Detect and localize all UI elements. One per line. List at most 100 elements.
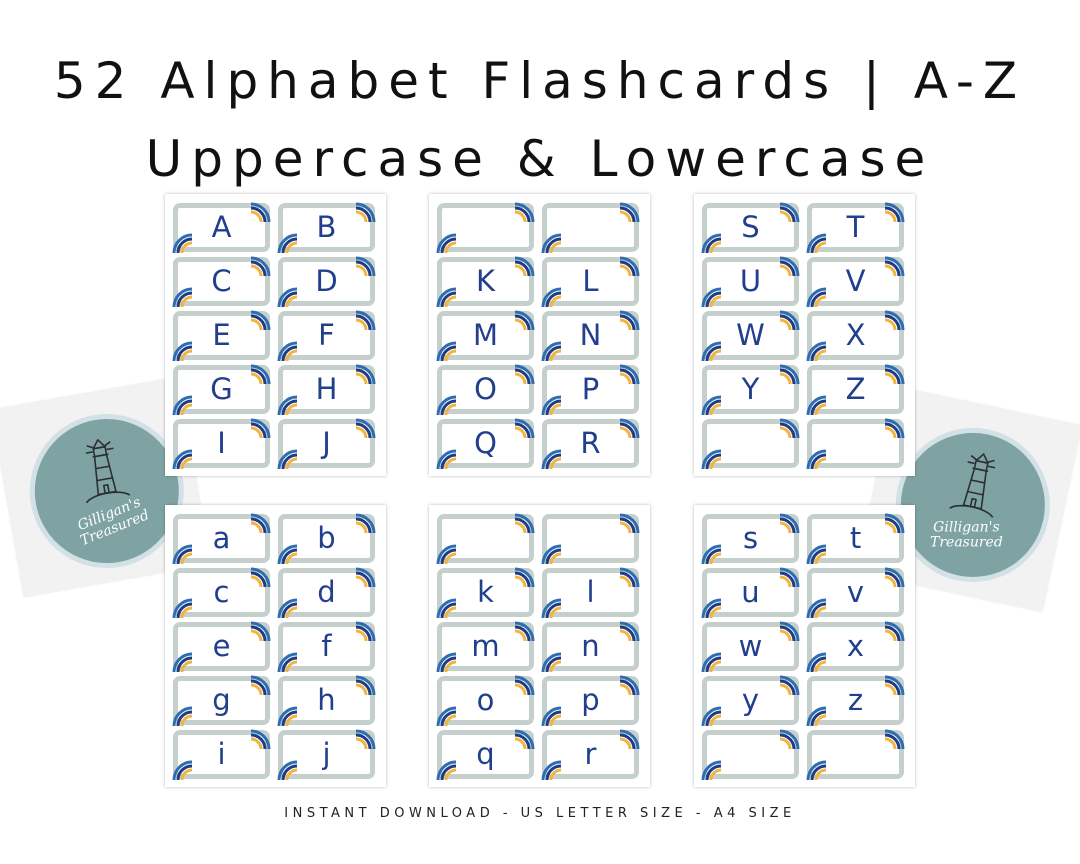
flashcard-lower-t: t [806, 513, 905, 564]
flashcard-letter: O [474, 372, 497, 406]
flashcard-letter: x [846, 629, 865, 663]
rainbow-corner-icon [885, 567, 905, 587]
rainbow-corner-icon [172, 395, 192, 415]
flashcard-lower-m: m [436, 621, 535, 672]
rainbow-corner-icon [515, 513, 535, 533]
rainbow-corner-icon [620, 256, 640, 276]
flashcard-upper-q: Q [436, 418, 535, 469]
flashcard-lower-o: o [436, 675, 535, 726]
flashcard-letter: A [211, 210, 232, 244]
rainbow-corner-icon [356, 364, 376, 384]
flashcard-letter: X [845, 318, 866, 352]
flashcard-upper-f: F [277, 310, 376, 361]
flashcard-blank [541, 513, 640, 564]
rainbow-corner-icon [515, 202, 535, 222]
rainbow-corner-icon [620, 567, 640, 587]
rainbow-corner-icon [436, 598, 456, 618]
flashcard-upper-s: S [701, 202, 800, 253]
flashcard-upper-i: I [172, 418, 271, 469]
lighthouse-icon [949, 453, 996, 518]
flashcard-letter: Q [474, 426, 497, 460]
rainbow-corner-icon [356, 256, 376, 276]
rainbow-corner-icon [806, 598, 826, 618]
rainbow-corner-icon [806, 652, 826, 672]
flashcard-upper-o: O [436, 364, 535, 415]
rainbow-corner-icon [356, 310, 376, 330]
flashcard-lower-l: l [541, 567, 640, 618]
flashcard-lower-g: g [172, 675, 271, 726]
rainbow-corner-icon [620, 513, 640, 533]
flashcard-letter: V [845, 264, 866, 298]
rainbow-corner-icon [806, 287, 826, 307]
rainbow-corner-icon [277, 706, 297, 726]
rainbow-corner-icon [885, 418, 905, 438]
flashcard-letter: R [580, 426, 601, 460]
flashcard-letter: a [212, 521, 231, 555]
flashcard-lower-q: q [436, 729, 535, 780]
rainbow-corner-icon [541, 233, 561, 253]
rainbow-corner-icon [620, 202, 640, 222]
rainbow-corner-icon [515, 364, 535, 384]
rainbow-corner-icon [172, 449, 192, 469]
rainbow-corner-icon [780, 418, 800, 438]
rainbow-corner-icon [780, 567, 800, 587]
flashcard-letter: o [476, 683, 495, 717]
rainbow-corner-icon [885, 675, 905, 695]
logo-line2: Treasured [929, 534, 1003, 551]
rainbow-corner-icon [277, 598, 297, 618]
flashcard-upper-w: W [701, 310, 800, 361]
flashcard-letter: c [213, 575, 230, 609]
logo-text: Gilligan's Treasured [894, 519, 1038, 551]
rainbow-corner-icon [277, 544, 297, 564]
flashcard-lower-p: p [541, 675, 640, 726]
rainbow-corner-icon [515, 256, 535, 276]
rainbow-corner-icon [436, 760, 456, 780]
rainbow-corner-icon [780, 621, 800, 641]
rainbow-corner-icon [620, 675, 640, 695]
flashcard-upper-g: G [172, 364, 271, 415]
rainbow-corner-icon [780, 364, 800, 384]
flashcard-letter: v [846, 575, 865, 609]
rainbow-corner-icon [701, 652, 721, 672]
rainbow-corner-icon [806, 760, 826, 780]
rainbow-corner-icon [515, 418, 535, 438]
rainbow-corner-icon [541, 652, 561, 672]
rainbow-corner-icon [541, 598, 561, 618]
rainbow-corner-icon [780, 729, 800, 749]
flashcard-upper-n: N [541, 310, 640, 361]
rainbow-corner-icon [806, 395, 826, 415]
rainbow-corner-icon [277, 341, 297, 361]
rainbow-corner-icon [806, 544, 826, 564]
rainbow-corner-icon [541, 544, 561, 564]
flashcard-letter: g [212, 683, 231, 717]
flashcard-letter: l [586, 575, 595, 609]
rainbow-corner-icon [885, 310, 905, 330]
rainbow-corner-icon [885, 364, 905, 384]
rainbow-corner-icon [356, 567, 376, 587]
flashcard-letter: E [212, 318, 231, 352]
rainbow-corner-icon [515, 621, 535, 641]
rainbow-corner-icon [277, 287, 297, 307]
rainbow-corner-icon [541, 287, 561, 307]
flashcard-letter: m [471, 629, 500, 663]
flashcard-lower-z: z [806, 675, 905, 726]
rainbow-corner-icon [780, 202, 800, 222]
flashcard-letter: G [210, 372, 233, 406]
flashcard-letter: N [579, 318, 602, 352]
rainbow-corner-icon [885, 729, 905, 749]
footer-caption: INSTANT DOWNLOAD - US LETTER SIZE - A4 S… [284, 806, 796, 821]
rainbow-corner-icon [620, 729, 640, 749]
rainbow-corner-icon [172, 287, 192, 307]
flashcard-upper-r: R [541, 418, 640, 469]
logo-badge-right: Gilligan's Treasured [856, 386, 1080, 612]
rainbow-corner-icon [436, 287, 456, 307]
rainbow-corner-icon [172, 652, 192, 672]
flashcard-lower-e: e [172, 621, 271, 672]
flashcard-letter: z [847, 683, 864, 717]
flashcard-blank [541, 202, 640, 253]
flashcard-letter: F [318, 318, 335, 352]
flashcard-letter: e [212, 629, 231, 663]
flashcard-lower-s: s [701, 513, 800, 564]
